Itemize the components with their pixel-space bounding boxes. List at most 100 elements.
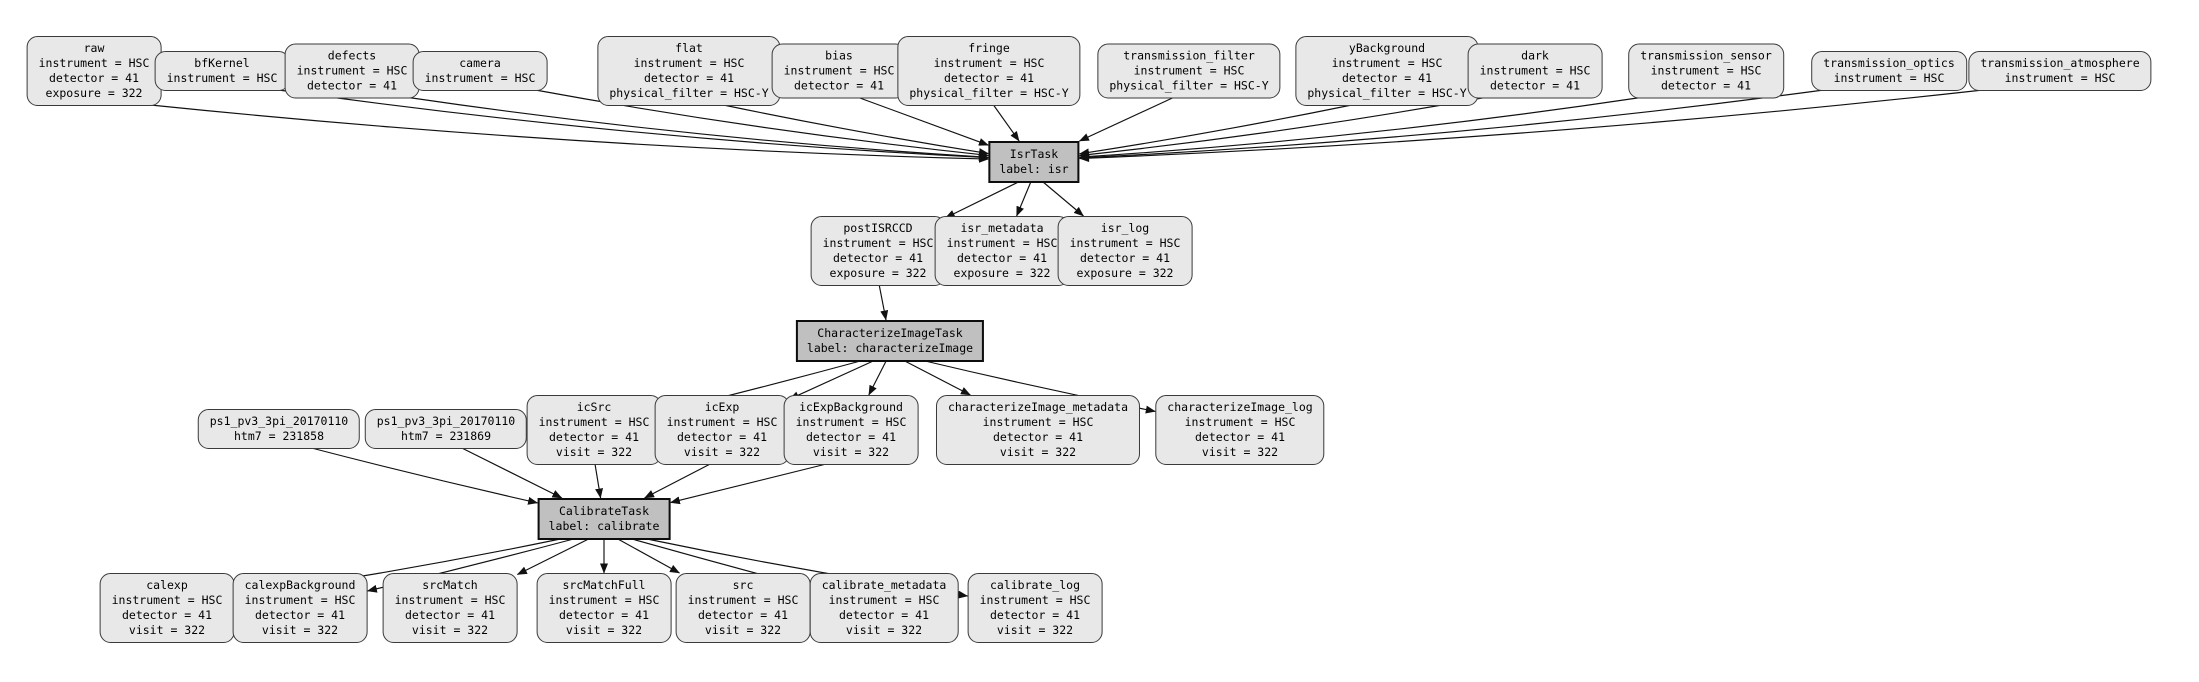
edge-transmission_optics-to-isr (1079, 89, 1824, 162)
node-dimension: instrument = HSC (822, 236, 934, 250)
node-dimension: exposure = 322 (45, 86, 143, 100)
node-dimension: visit = 322 (704, 623, 782, 637)
node-dimension: detector = 41 (992, 430, 1084, 444)
node-dimension: detector = 41 (254, 608, 345, 622)
node-dimension: htm7 = 231858 (233, 429, 325, 443)
edge-camera-to-isr (535, 89, 989, 159)
node-label: calibrate_log (989, 578, 1080, 592)
node-label: CalibrateTask (558, 504, 649, 518)
node-label: ps1_pv3_3pi_20170110 (209, 414, 349, 428)
node-label: dark (1521, 48, 1549, 63)
node-dimension: label: isr (999, 162, 1069, 176)
node-dimension: visit = 322 (845, 623, 923, 637)
node-label: IsrTask (1009, 147, 1059, 161)
edge-yBackground-to-isr (1079, 104, 1352, 157)
node-label: raw (83, 41, 105, 55)
node-dimension: detector = 41 (956, 251, 1047, 265)
node-label: characterizeImage_log (1167, 400, 1313, 414)
node-dimension: physical_filter = HSC-Y (909, 86, 1069, 100)
node-dimension: instrument = HSC (424, 71, 536, 85)
node-label: transmission_filter (1123, 48, 1255, 63)
node-label: transmission_optics (1823, 56, 1955, 70)
node-dimension: detector = 41 (805, 430, 896, 444)
node-dimension: instrument = HSC (38, 56, 150, 70)
node-label: calexpBackground (244, 578, 356, 592)
node-dimension: detector = 41 (558, 608, 649, 622)
node-dimension: exposure = 322 (829, 266, 927, 280)
node-dimension: detector = 41 (832, 251, 923, 265)
edge-isr-to-isr_log (1042, 181, 1084, 217)
node-dimension: instrument = HSC (982, 415, 1094, 429)
node-dimension: visit = 322 (683, 445, 761, 459)
node-dimension: detector = 41 (989, 608, 1080, 622)
edge-icExp-to-calibrate (644, 463, 711, 499)
node-dimension: detector = 41 (404, 608, 495, 622)
node-dimension: instrument = HSC (1479, 63, 1591, 78)
node-label: isr_metadata (960, 221, 1044, 235)
edge-ps1_231858-to-calibrate (311, 447, 539, 505)
edge-bias-to-isr (858, 96, 989, 146)
node-dimension: physical_filter = HSC-Y (1307, 86, 1467, 100)
edge-ps1_231869-to-calibrate (461, 447, 563, 499)
node-dimension: detector = 41 (838, 608, 929, 622)
edge-characterizeImage-to-icExpBackground (868, 360, 887, 396)
node-dimension: visit = 322 (565, 623, 643, 637)
node-dimension: instrument = HSC (633, 56, 745, 70)
node-dimension: instrument = HSC (795, 415, 907, 429)
edge-characterizeImage-to-characterizeImage_metadata (904, 360, 971, 396)
node-dimension: detector = 41 (1194, 430, 1285, 444)
edge-icExpBackground-to-calibrate (669, 463, 827, 505)
node-label: icExp (704, 400, 740, 414)
node-label: camera (459, 56, 501, 70)
node-label: defects (327, 48, 377, 63)
node-dimension: visit = 322 (999, 445, 1077, 459)
node-dimension: htm7 = 231869 (400, 429, 492, 443)
node-dimension: visit = 322 (812, 445, 890, 459)
node-dimension: detector = 41 (697, 608, 788, 622)
node-dimension: detector = 41 (676, 430, 767, 444)
edge-icSrc-to-calibrate (594, 463, 604, 499)
node-label: CharacterizeImageTask (817, 326, 963, 340)
node-dimension: instrument = HSC (166, 71, 278, 85)
node-dimension: detector = 41 (793, 78, 884, 93)
node-dimension: instrument = HSC (1331, 56, 1443, 70)
node-dimension: detector = 41 (1341, 71, 1432, 85)
node-dimension: instrument = HSC (1069, 236, 1181, 250)
node-dimension: physical_filter = HSC-Y (609, 86, 769, 100)
node-dimension: visit = 322 (128, 623, 206, 637)
node-label: ps1_pv3_3pi_20170110 (376, 414, 516, 428)
node-label: bfKernel (194, 56, 250, 70)
node-label: calibrate_metadata (821, 578, 947, 592)
node-dimension: instrument = HSC (933, 56, 1045, 70)
node-dimension: instrument = HSC (828, 593, 940, 607)
node-dimension: instrument = HSC (1133, 63, 1245, 78)
edge-isr-to-isr_metadata (1016, 181, 1032, 217)
node-dimension: instrument = HSC (783, 63, 895, 78)
node-label: bias (825, 48, 853, 63)
node-label: srcMatchFull (562, 578, 646, 592)
node-label: isr_log (1100, 221, 1150, 235)
node-dimension: instrument = HSC (2004, 71, 2116, 85)
node-dimension: instrument = HSC (946, 236, 1058, 250)
node-label: flat (675, 41, 703, 55)
edge-bfKernel-to-isr (278, 89, 989, 162)
node-dimension: detector = 41 (121, 608, 212, 622)
node-dimension: label: characterizeImage (806, 341, 974, 355)
